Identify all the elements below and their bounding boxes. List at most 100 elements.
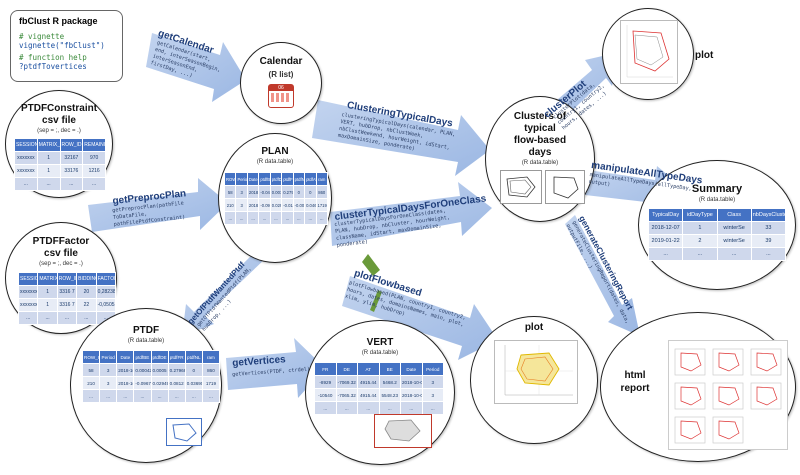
table-cell: ... [335, 401, 358, 415]
table-header-row: SESSION_IDMATRIX_IDROW_IDREMAINING_AVAIL… [14, 138, 106, 152]
table-cell: 2018-10-01 [246, 185, 260, 199]
table-header-cell: ptdfDE [150, 350, 169, 364]
table-header-cell: ptdfDE [269, 172, 283, 186]
table-cell: 1 [37, 298, 58, 312]
table-row: ........................... [223, 211, 328, 225]
table-cell: 2018-10-01 [116, 363, 135, 377]
table-cell: 0.27968 [167, 363, 186, 377]
table-cell: ... [82, 177, 106, 191]
table-header-row: ROW_IDPeriodDateptdfBEptdfDEptdfFRptdfNL… [81, 350, 221, 364]
table-header-cell: ptdfNL [292, 172, 306, 186]
calendar-node [240, 42, 322, 124]
table-cell: 0.0812 [167, 376, 186, 390]
table-header-cell: Period [421, 362, 444, 376]
table-header-cell: idDayType [682, 208, 718, 222]
vert-mini-plot [374, 414, 432, 448]
arrow-getvertices [226, 338, 325, 398]
plot-mid-chart [494, 340, 578, 404]
plan-subtitle: (R data.table) [256, 159, 294, 165]
table-header-cell: SESSION_ID [14, 138, 38, 152]
ptdfconstraint-subtitle: (sep = ;, dec = .) [37, 128, 81, 134]
table-cell: 2 [682, 234, 718, 248]
table-header-cell: DE [335, 362, 358, 376]
table-header-cell: ptdfNL [184, 350, 203, 364]
table-header-cell: ptdfBE [133, 350, 152, 364]
calendar-title: Calendar [259, 56, 303, 67]
table-cell: 0.03690 [184, 376, 203, 390]
table-cell: 1719 [201, 376, 221, 390]
table-header-cell: MATRIX_ID [36, 138, 61, 152]
arrow-clusteringtypicaldays [312, 100, 490, 176]
table-row: ............ [647, 247, 787, 261]
table-cell: xxxxxxx [17, 285, 39, 299]
table-cell: ... [235, 211, 248, 225]
table-cell: ... [292, 211, 306, 225]
table-cell: ... [37, 311, 58, 325]
table-row: 21032018-10-01-0.09670.029490.08120.0369… [81, 376, 221, 390]
table-header-cell: TypicalDay [647, 208, 684, 222]
ptdf-table: ROW_IDPeriodDateptdfBEptdfDEptdfFRptdfNL… [81, 350, 221, 403]
table-cell: 3 [235, 198, 248, 212]
calendar-icon: 06 [268, 84, 294, 108]
ptdffactor-title2: csv file [44, 248, 78, 259]
table-cell: 2018-12-07 [647, 221, 684, 235]
ptdffactor-table: SESSION_IDMATRIX_IDROW_IDBIDDINGAREA_IDF… [17, 272, 117, 325]
table-row: ............ [14, 177, 106, 191]
table-cell: 210 [81, 376, 101, 390]
table-cell: 0.02949 [150, 376, 169, 390]
ptdfconstraint-table: SESSION_IDMATRIX_IDROW_IDREMAINING_AVAIL… [14, 138, 106, 191]
table-cell: 0.27968 [281, 185, 294, 199]
table-row: ........................ [81, 389, 221, 403]
table-cell: 1 [682, 221, 718, 235]
table-header-cell: Date [116, 350, 135, 364]
table-cell: 5468.2 [378, 375, 401, 389]
table-header-cell: Period [235, 172, 248, 186]
table-cell: 3 [99, 363, 118, 377]
table-cell: 3 [421, 375, 444, 389]
package-comment-help: # function help [19, 53, 87, 62]
table-cell: ... [716, 247, 752, 261]
summary-title: Summary [691, 183, 743, 195]
table-cell: ... [378, 401, 401, 415]
table-cell: winterSe [716, 234, 752, 248]
table-cell: xxxxxxx [14, 164, 38, 178]
table-cell: 2018-10-01 [400, 375, 423, 389]
table-cell: 0.0017 [269, 185, 283, 199]
vert-title: VERT [366, 337, 394, 348]
table-cell: 0.04629 [304, 198, 317, 212]
table-cell: ... [184, 389, 203, 403]
ptdf-title: PTDF [132, 325, 160, 336]
calendar-icon-header: 06 [269, 85, 293, 91]
table-cell: xxxxxxx [17, 298, 39, 312]
table-cell: 0.0005 [150, 363, 169, 377]
table-cell: 1719 [315, 198, 328, 212]
table-header-row: ROW_IDPeriodDateptdfBEptdfDEptdfFRptdfNL… [223, 172, 328, 186]
table-header-cell: BIDDINGAREA_ID [76, 272, 97, 286]
table-cell: ... [750, 247, 787, 261]
table-cell: 3 [99, 376, 118, 390]
table-cell: 0.02949 [269, 198, 283, 212]
table-cell: 1216 [82, 164, 106, 178]
table-cell: 1 [36, 164, 61, 178]
table-cell: ... [315, 211, 328, 225]
table-cell: -8929 [314, 375, 337, 389]
clusters-title2: typical [524, 123, 556, 134]
table-cell: 860 [315, 185, 328, 199]
table-cell: -0.0967 [133, 376, 152, 390]
arrow-getcalendar [146, 33, 246, 102]
table-cell: ... [76, 311, 97, 325]
table-cell: 33 [750, 221, 787, 235]
table-cell: ... [258, 211, 271, 225]
plot-top-label: plot [695, 50, 714, 61]
arrow-getofptdfwantedptdf [182, 252, 266, 336]
table-row: 21032018-10-01-0.09670.02949-0.01498-0.0… [223, 198, 328, 212]
table-cell: ... [167, 389, 186, 403]
table-cell: ... [304, 211, 317, 225]
table-cell: 3 [421, 388, 444, 402]
table-cell: ... [223, 211, 237, 225]
